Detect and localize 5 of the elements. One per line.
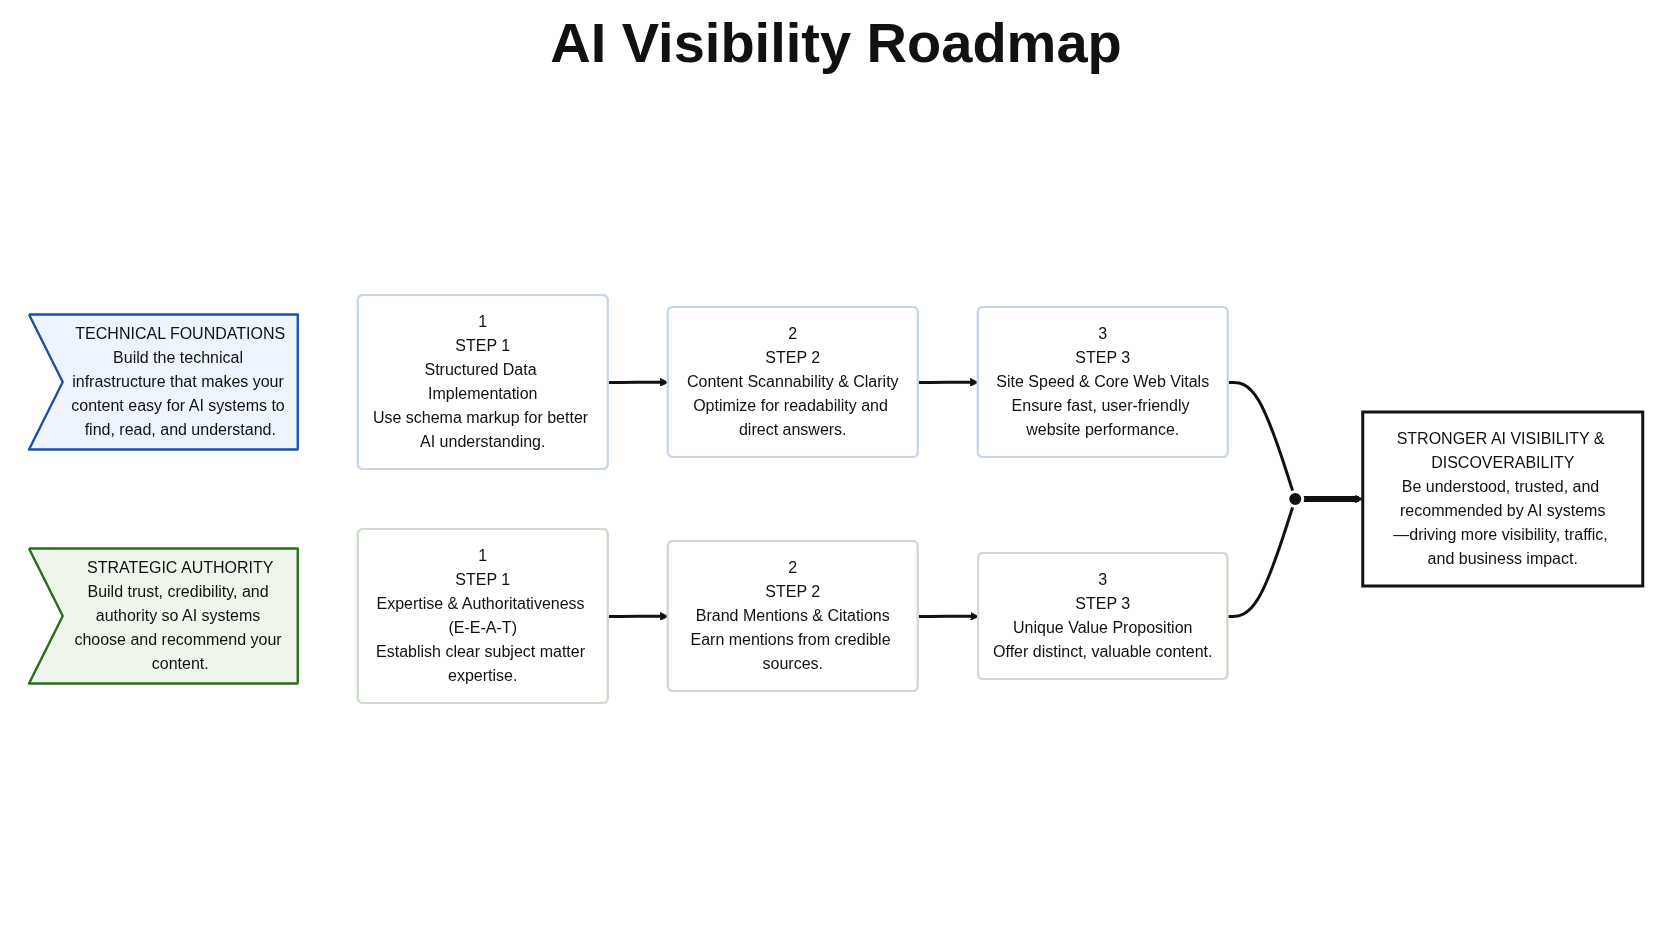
node-box: STRONGER AI VISIBILITY & DISCOVERABILITY Be understood, trusted, and recommended by AI systems—driving more visibility, traffic, and business impact. — [1361, 410, 1645, 588]
connector — [1228, 380, 1295, 493]
node-circle — [1286, 490, 1305, 508]
connector — [1228, 505, 1295, 618]
diagram-title: AI Visibility Roadmap — [549, 10, 1123, 75]
